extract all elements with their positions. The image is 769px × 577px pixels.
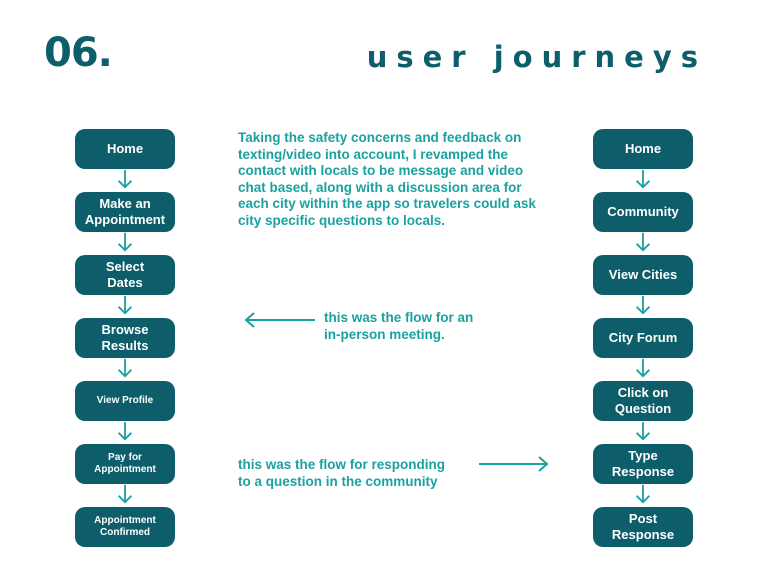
down-arrow-icon xyxy=(117,484,133,504)
page-title: user journeys xyxy=(366,40,707,74)
down-arrow-icon xyxy=(117,232,133,252)
left-node-browse-results: Browse Results xyxy=(75,318,175,358)
left-node-home: Home xyxy=(75,129,175,169)
right-node-type-response: Type Response xyxy=(593,444,693,484)
right-node-post-response: Post Response xyxy=(593,507,693,547)
left-node-make-appointment: Make an Appointment xyxy=(75,192,175,232)
left-node-appointment-confirmed: Appointment Confirmed xyxy=(75,507,175,547)
down-arrow-icon xyxy=(117,421,133,441)
right-node-click-question: Click on Question xyxy=(593,381,693,421)
description-text: Taking the safety concerns and feedback … xyxy=(238,130,536,228)
left-node-view-profile: View Profile xyxy=(75,381,175,421)
left-arrow-icon xyxy=(244,312,315,328)
right-flow-note: this was the flow for responding to a qu… xyxy=(238,457,446,489)
left-node-pay-appointment: Pay for Appointment xyxy=(75,444,175,484)
down-arrow-icon xyxy=(635,484,651,504)
down-arrow-icon xyxy=(635,169,651,189)
down-arrow-icon xyxy=(117,358,133,378)
down-arrow-icon xyxy=(117,169,133,189)
left-node-select-dates: Select Dates xyxy=(75,255,175,295)
right-node-city-forum: City Forum xyxy=(593,318,693,358)
right-node-community: Community xyxy=(593,192,693,232)
down-arrow-icon xyxy=(635,358,651,378)
down-arrow-icon xyxy=(635,421,651,441)
right-node-home: Home xyxy=(593,129,693,169)
down-arrow-icon xyxy=(117,295,133,315)
left-flow-note: this was the flow for an in-person meeti… xyxy=(324,310,474,342)
right-node-view-cities: View Cities xyxy=(593,255,693,295)
section-number: 06. xyxy=(44,30,113,76)
right-arrow-icon xyxy=(479,456,549,472)
down-arrow-icon xyxy=(635,232,651,252)
down-arrow-icon xyxy=(635,295,651,315)
